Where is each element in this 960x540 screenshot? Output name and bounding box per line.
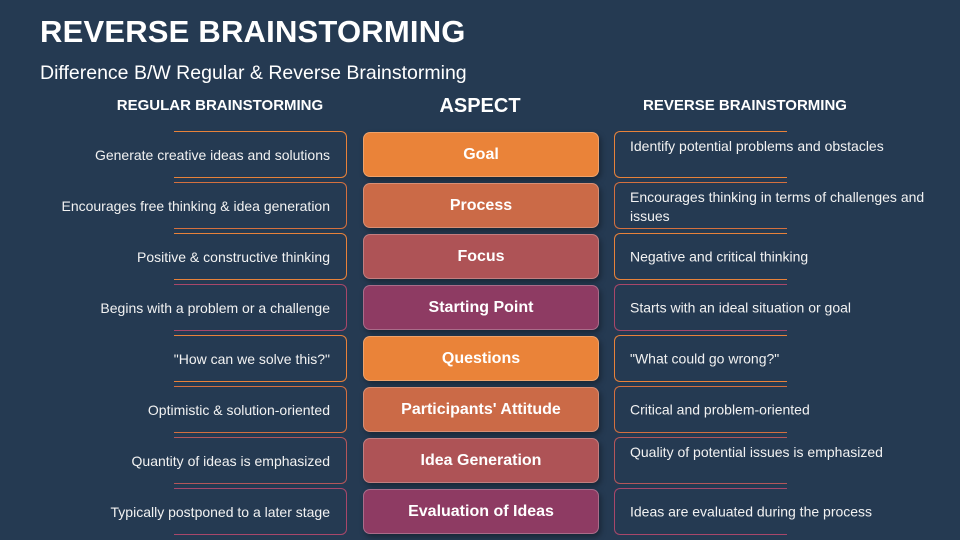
comparison-row: Quantity of ideas is emphasized Idea Gen… [0, 437, 960, 484]
reverse-cell: Ideas are evaluated during the process [614, 488, 872, 535]
regular-cell: Typically postponed to a later stage [111, 488, 347, 535]
reverse-cell: Negative and critical thinking [614, 233, 808, 280]
comparison-row: "How can we solve this?" Questions "What… [0, 335, 960, 382]
reverse-cell: Quality of potential issues is emphasize… [614, 437, 883, 484]
reverse-column-heading: REVERSE BRAINSTORMING [643, 97, 847, 114]
reverse-cell: Encourages thinking in terms of challeng… [614, 182, 924, 229]
regular-text: Typically postponed to a later stage [110, 503, 330, 520]
regular-cell: Quantity of ideas is emphasized [132, 437, 347, 484]
reverse-text: Critical and problem-oriented [630, 401, 810, 417]
reverse-cell: Identify potential problems and obstacle… [614, 131, 884, 178]
reverse-text: Identify potential problems and obstacle… [630, 138, 884, 154]
comparison-row: Positive & constructive thinking Focus N… [0, 233, 960, 280]
aspect-box: Participants' Attitude [363, 387, 599, 432]
slide-title: REVERSE BRAINSTORMING [40, 14, 466, 49]
regular-cell: "How can we solve this?" [174, 335, 347, 382]
regular-cell: Encourages free thinking & idea generati… [61, 182, 347, 229]
regular-text: Generate creative ideas and solutions [94, 146, 330, 163]
regular-text: "How can we solve this?" [173, 350, 330, 367]
regular-cell: Optimistic & solution-oriented [148, 386, 347, 433]
reverse-text: "What could go wrong?" [630, 350, 780, 366]
regular-text: Positive & constructive thinking [137, 248, 330, 265]
comparison-row: Encourages free thinking & idea generati… [0, 182, 960, 229]
comparison-row: Generate creative ideas and solutions Go… [0, 131, 960, 178]
aspect-box: Focus [363, 234, 599, 279]
reverse-cell: Critical and problem-oriented [614, 386, 810, 433]
regular-cell: Generate creative ideas and solutions [95, 131, 347, 178]
reverse-cell: Starts with an ideal situation or goal [614, 284, 851, 331]
regular-cell: Positive & constructive thinking [137, 233, 347, 280]
comparison-row: Typically postponed to a later stage Eva… [0, 488, 960, 535]
regular-column-heading: REGULAR BRAINSTORMING [116, 97, 324, 114]
regular-text: Begins with a problem or a challenge [100, 299, 330, 316]
slide-subtitle: Difference B/W Regular & Reverse Brainst… [40, 62, 467, 84]
regular-text: Encourages free thinking & idea generati… [61, 197, 330, 214]
reverse-text: Ideas are evaluated during the process [630, 503, 873, 519]
comparison-row: Begins with a problem or a challenge Sta… [0, 284, 960, 331]
comparison-row: Optimistic & solution-oriented Participa… [0, 386, 960, 433]
aspect-column-heading: ASPECT [439, 95, 521, 117]
aspect-box: Questions [363, 336, 599, 381]
reverse-text: Starts with an ideal situation or goal [630, 299, 852, 315]
reverse-text: Encourages thinking in terms of challeng… [630, 189, 925, 224]
aspect-box: Idea Generation [363, 438, 599, 483]
aspect-box: Process [363, 183, 599, 228]
aspect-box: Starting Point [363, 285, 599, 330]
aspect-box: Goal [363, 132, 599, 177]
reverse-text: Quality of potential issues is emphasize… [630, 444, 883, 460]
regular-cell: Begins with a problem or a challenge [100, 284, 347, 331]
regular-text: Optimistic & solution-oriented [147, 401, 330, 418]
regular-text: Quantity of ideas is emphasized [131, 452, 330, 469]
aspect-box: Evaluation of Ideas [363, 489, 599, 534]
reverse-text: Negative and critical thinking [630, 248, 809, 264]
reverse-cell: "What could go wrong?" [614, 335, 787, 382]
